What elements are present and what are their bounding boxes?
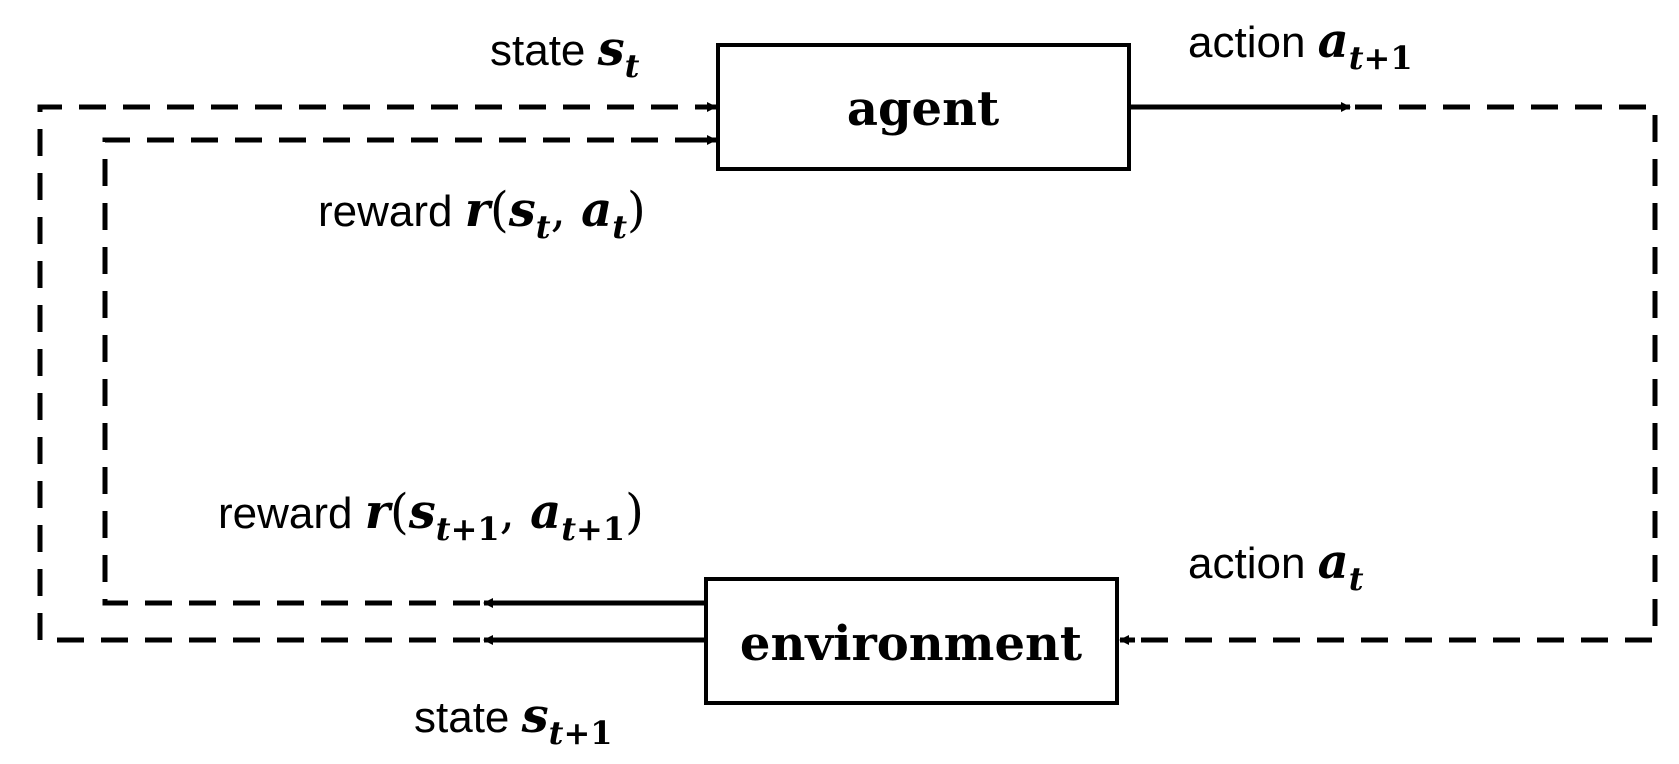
agent-label: agent: [847, 81, 999, 137]
state-st1-label: state st+1: [414, 688, 613, 752]
agent-box: agent: [716, 43, 1131, 171]
action-at-label: action at: [1188, 534, 1364, 598]
reward-feedback-path: [102, 137, 712, 606]
action-at1-label: action at+1: [1188, 13, 1413, 77]
reward-bottom-label: reward r(st+1, at+1): [218, 484, 644, 548]
action-feedback-path: [1125, 104, 1658, 643]
state-feedback-path: [37, 104, 712, 643]
environment-label: environment: [740, 616, 1082, 672]
reward-top-label: reward r(st, at): [318, 182, 646, 246]
environment-box: environment: [704, 577, 1119, 705]
state-st-label: state st: [490, 21, 640, 85]
